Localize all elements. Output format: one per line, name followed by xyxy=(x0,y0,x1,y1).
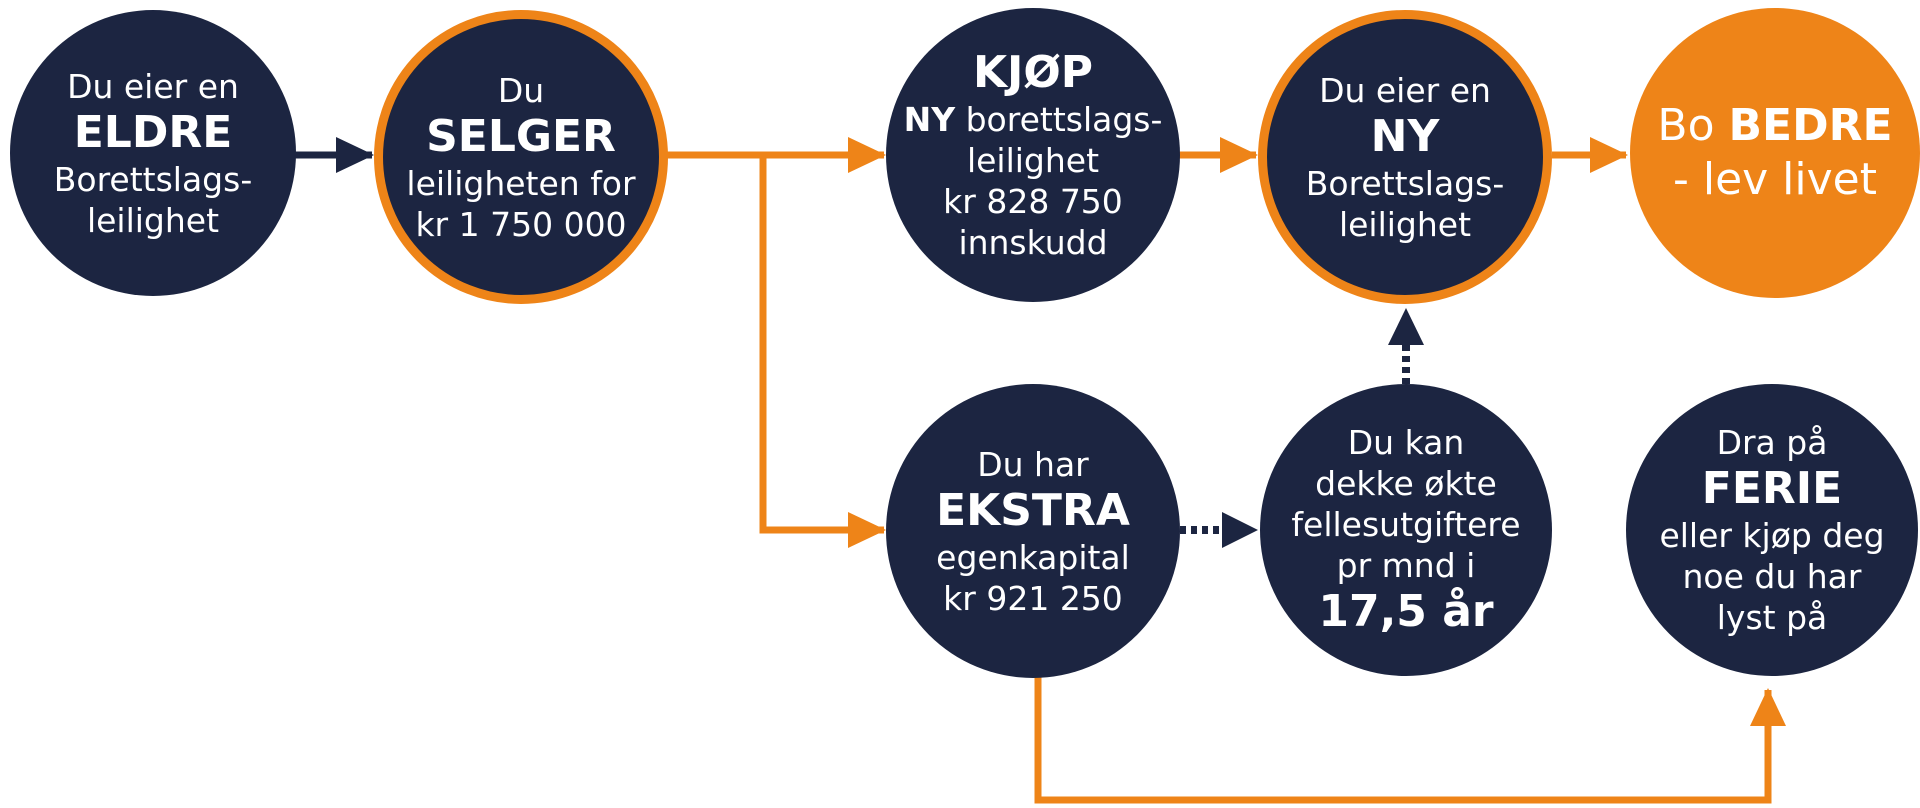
dotted-arrow-cover-to-own xyxy=(1388,308,1424,384)
node-older-apartment: Du eier en ELDRE Borettslags- leilighet xyxy=(10,10,296,296)
extra-line-2: EKSTRA xyxy=(936,484,1130,536)
buy-line-1: KJØP xyxy=(972,47,1094,98)
own-line-4: leilighet xyxy=(1338,204,1472,244)
buy-line-2: NY borettslags- xyxy=(904,99,1163,140)
vacation-line-4: noe du har xyxy=(1682,557,1862,596)
extra-line-4: kr 921 250 xyxy=(943,578,1123,618)
vacation-line-1: Dra på xyxy=(1716,423,1828,462)
start-line-1: Du eier en xyxy=(67,66,239,106)
live-line-2: - lev livet xyxy=(1673,154,1877,205)
arrow-extra-to-vacation xyxy=(1034,676,1786,804)
vacation-line-3: eller kjøp deg xyxy=(1659,516,1885,555)
live-line-1-prefix: Bo xyxy=(1657,100,1729,151)
vacation-line-5: lyst på xyxy=(1716,598,1828,637)
cover-line-1: Du kan xyxy=(1347,423,1465,462)
start-line-3: Borettslags- xyxy=(53,159,253,199)
arrow-sell-to-extra xyxy=(759,155,886,548)
sell-line-2: SELGER xyxy=(426,110,616,162)
own-line-1: Du eier en xyxy=(1319,70,1491,110)
sell-line-3: leiligheten for xyxy=(406,163,636,203)
node-vacation: Dra på FERIE eller kjøp deg noe du har l… xyxy=(1626,384,1918,676)
start-line-2: ELDRE xyxy=(73,106,233,158)
dotted-arrow-extra-to-cover xyxy=(1180,512,1258,548)
own-line-2: NY xyxy=(1370,110,1440,162)
cover-line-2: dekke økte xyxy=(1315,464,1497,503)
cover-line-3: fellesutgiftere xyxy=(1291,505,1521,544)
cover-line-5: 17,5 år xyxy=(1318,586,1494,637)
vacation-line-2: FERIE xyxy=(1701,463,1843,514)
sell-line-4: kr 1 750 000 xyxy=(415,204,627,244)
buy-new-emphasis: NY xyxy=(903,100,956,139)
sell-line-1: Du xyxy=(497,70,545,110)
extra-line-3: egenkapital xyxy=(936,537,1130,577)
buy-line-4: kr 828 750 xyxy=(943,182,1123,221)
start-line-4: leilighet xyxy=(86,200,220,240)
buy-line-5: innskudd xyxy=(958,223,1108,262)
node-live-better: Bo BEDRE - lev livet xyxy=(1630,8,1920,298)
node-own-new: Du eier en NY Borettslags- leilighet xyxy=(1258,10,1552,304)
node-extra-equity: Du har EKSTRA egenkapital kr 921 250 xyxy=(886,384,1180,678)
node-buy-new: KJØP NY borettslags- leilighet kr 828 75… xyxy=(886,8,1180,302)
live-better-emphasis: BEDRE xyxy=(1728,100,1893,151)
buy-line-2-rest: borettslags- xyxy=(955,100,1163,139)
cover-line-4: pr mnd i xyxy=(1336,546,1476,585)
own-line-3: Borettslags- xyxy=(1305,163,1505,203)
buy-line-3: leilighet xyxy=(966,141,1100,180)
live-line-1: Bo BEDRE xyxy=(1657,99,1892,153)
node-cover-costs: Du kan dekke økte fellesutgiftere pr mnd… xyxy=(1260,384,1552,676)
extra-line-1: Du har xyxy=(977,444,1089,484)
node-sell: Du SELGER leiligheten for kr 1 750 000 xyxy=(374,10,668,304)
